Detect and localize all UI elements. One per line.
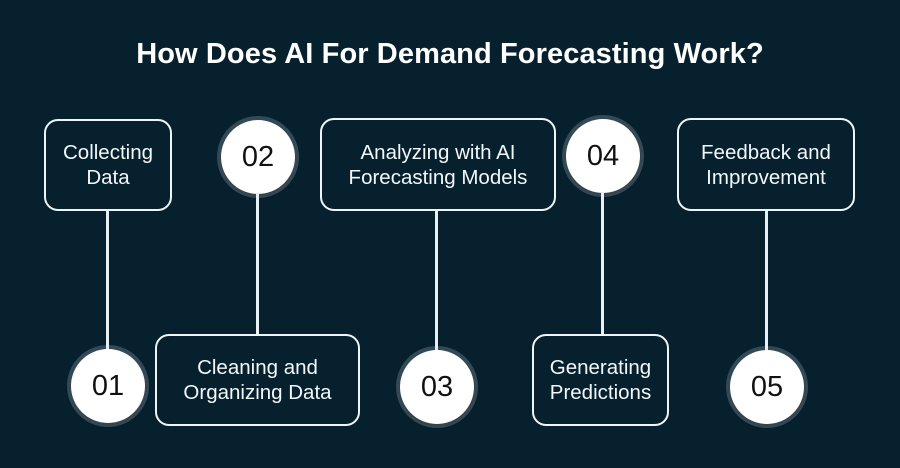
step-label: Feedback and Improvement — [701, 140, 831, 189]
step-number: 01 — [91, 369, 125, 402]
step-label: Analyzing with AI Forecasting Models — [348, 140, 528, 189]
step-box-feedback-improvement: Feedback and Improvement — [677, 118, 855, 211]
step-number: 04 — [586, 139, 620, 172]
step-label: Cleaning and Organizing Data — [183, 356, 332, 404]
step-label: Collecting Data — [62, 141, 154, 189]
page-title: How Does AI For Demand Forecasting Work? — [136, 38, 764, 70]
connector-step-05 — [765, 211, 768, 351]
connector-step-02 — [256, 193, 259, 335]
step-box-cleaning-organizing-data: Cleaning and Organizing Data — [155, 334, 360, 426]
step-box-analyzing-ai-forecasting-models: Analyzing with AI Forecasting Models — [320, 118, 556, 211]
step-circle-02: 02 — [221, 120, 295, 194]
connector-step-03 — [435, 211, 438, 351]
step-number: 02 — [241, 140, 275, 173]
step-number: 05 — [750, 370, 784, 403]
step-number: 03 — [420, 370, 454, 403]
step-box-generating-predictions: Generating Predictions — [532, 334, 669, 426]
step-circle-05: 05 — [730, 350, 804, 424]
connector-step-04 — [601, 192, 604, 335]
connector-step-01 — [106, 211, 109, 352]
step-circle-01: 01 — [71, 349, 145, 423]
step-box-collecting-data: Collecting Data — [44, 119, 172, 211]
step-label: Generating Predictions — [549, 356, 652, 404]
step-circle-03: 03 — [400, 350, 474, 424]
step-circle-04: 04 — [566, 119, 640, 193]
